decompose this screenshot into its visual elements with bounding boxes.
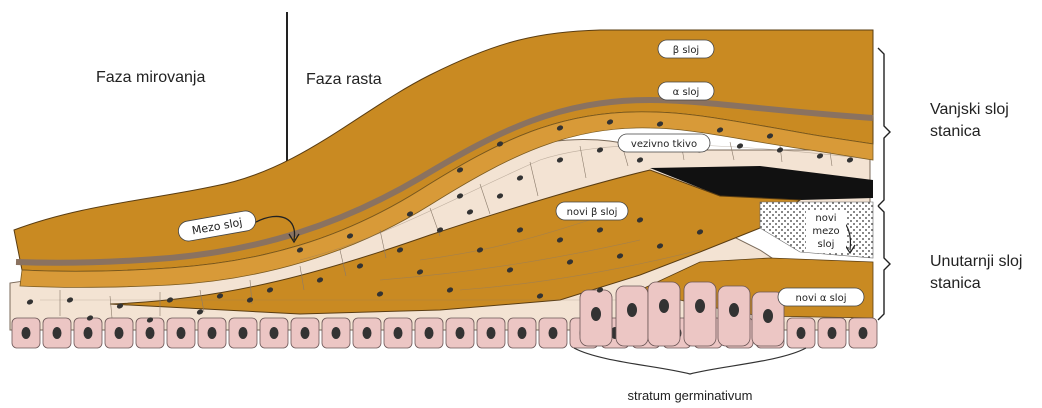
cell-nucleus bbox=[729, 303, 739, 317]
cell-nucleus bbox=[332, 327, 341, 339]
cell-nucleus bbox=[22, 327, 31, 339]
cell-nucleus bbox=[394, 327, 403, 339]
new-meso-label-3: sloj bbox=[818, 239, 835, 250]
columnar-cell bbox=[648, 282, 680, 346]
new-meso-label-2: mezo bbox=[812, 226, 839, 237]
cell-nucleus bbox=[763, 309, 773, 323]
cell-nucleus bbox=[53, 327, 62, 339]
cell-nucleus bbox=[549, 327, 558, 339]
new-beta-layer-label: novi β sloj bbox=[567, 207, 618, 218]
cell-nucleus bbox=[146, 327, 155, 339]
outer-layer-label-2: stanica bbox=[930, 123, 981, 140]
cell-nucleus bbox=[828, 327, 837, 339]
outer-bracket bbox=[878, 48, 890, 206]
inner-layer-label-1: Unutarnji sloj bbox=[930, 253, 1022, 270]
cell-nucleus bbox=[239, 327, 248, 339]
cell-nucleus bbox=[591, 307, 601, 321]
cell-nucleus bbox=[627, 303, 637, 317]
new-alpha-layer-label: novi α sloj bbox=[796, 293, 847, 304]
cell-nucleus bbox=[425, 327, 434, 339]
cell-nucleus bbox=[456, 327, 465, 339]
inner-layer-label-2: stanica bbox=[930, 275, 981, 292]
cell-nucleus bbox=[270, 327, 279, 339]
beta-layer-label: β sloj bbox=[673, 45, 699, 56]
new-meso-label-1: novi bbox=[815, 213, 836, 224]
cell-nucleus bbox=[518, 327, 527, 339]
cell-nucleus bbox=[487, 327, 496, 339]
growth-phase-label: Faza rasta bbox=[306, 71, 382, 88]
cell-nucleus bbox=[208, 327, 217, 339]
outer-layer-label-1: Vanjski sloj bbox=[930, 101, 1009, 118]
columnar-cell bbox=[684, 282, 716, 346]
cell-nucleus bbox=[301, 327, 310, 339]
alpha-layer-label: α sloj bbox=[673, 87, 700, 98]
stratum-brace bbox=[574, 348, 806, 374]
cell-nucleus bbox=[859, 327, 868, 339]
inner-bracket bbox=[878, 206, 890, 320]
cell-nucleus bbox=[115, 327, 124, 339]
rest-phase-label: Faza mirovanja bbox=[96, 69, 205, 86]
cell-nucleus bbox=[84, 327, 93, 339]
cell-nucleus bbox=[177, 327, 186, 339]
scattered-nucleus bbox=[736, 142, 744, 149]
stratum-germinativum-label: stratum germinativum bbox=[628, 388, 753, 403]
cell-nucleus bbox=[695, 299, 705, 313]
cell-nucleus bbox=[659, 299, 669, 313]
connective-tissue-label: vezivno tkivo bbox=[631, 139, 697, 150]
cell-nucleus bbox=[797, 327, 806, 339]
cell-nucleus bbox=[363, 327, 372, 339]
